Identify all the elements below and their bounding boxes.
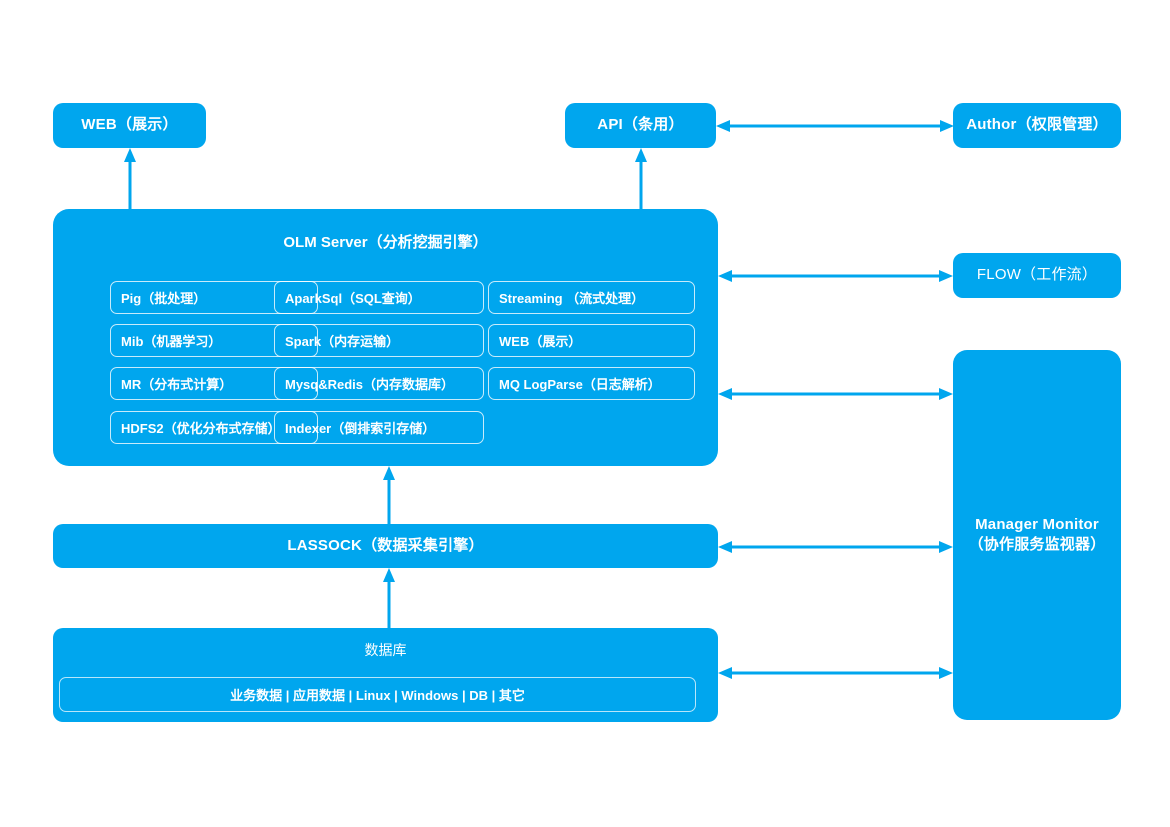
datastore-title: 数据库 <box>364 642 407 658</box>
flow-node-label: FLOW（工作流） <box>976 266 1098 284</box>
olm-chip-mr-label: MR（分布式计算） <box>121 377 233 392</box>
olm-chip-mr[interactable]: MR（分布式计算） <box>110 367 318 400</box>
web-node[interactable]: WEB（展示） <box>53 103 206 148</box>
olm-server-title: OLM Server（分析挖掘引擎） <box>283 234 488 251</box>
connector-lassock-to-olm <box>379 466 399 524</box>
olm-chip-aparksql-label: AparkSql（SQL查询） <box>285 291 421 306</box>
olm-chip-aparksql[interactable]: AparkSql（SQL查询） <box>274 281 484 314</box>
manager-monitor-node[interactable]: Manager Monitor （协作服务监视器） <box>953 350 1121 720</box>
author-node[interactable]: Author（权限管理） <box>953 103 1121 148</box>
connector-olm-to-api <box>631 148 651 210</box>
olm-chip-spark[interactable]: Spark（内存运输） <box>274 324 484 357</box>
olm-chip-web[interactable]: WEB（展示） <box>488 324 695 357</box>
olm-chip-mib[interactable]: Mib（机器学习） <box>110 324 318 357</box>
datastore-sources[interactable]: 业务数据 | 应用数据 | Linux | Windows | DB | 其它 <box>59 677 696 712</box>
api-node-label: API（条用） <box>597 116 684 134</box>
olm-chip-indexer[interactable]: Indexer（倒排索引存储） <box>274 411 484 444</box>
olm-server[interactable]: OLM Server（分析挖掘引擎） Pig（批处理） Mib（机器学习） MR… <box>53 209 718 466</box>
olm-chip-web-label: WEB（展示） <box>499 334 582 349</box>
olm-chip-spark-label: Spark（内存运输） <box>285 334 400 349</box>
olm-chip-mq-logparse[interactable]: MQ LogParse（日志解析） <box>488 367 695 400</box>
connector-olm-to-web <box>120 148 140 210</box>
api-node[interactable]: API（条用） <box>565 103 716 148</box>
olm-chip-mib-label: Mib（机器学习） <box>121 334 222 349</box>
manager-monitor-line2: （协作服务监视器） <box>968 536 1106 553</box>
web-node-label: WEB（展示） <box>81 116 178 134</box>
olm-chip-mysq-redis[interactable]: Mysq&Redis（内存数据库） <box>274 367 484 400</box>
connector-olm-to-manager-monitor <box>718 383 953 405</box>
connector-api-to-author <box>716 115 954 137</box>
lassock-node-label: LASSOCK（数据采集引擎） <box>287 536 484 554</box>
datastore-sources-label: 业务数据 | 应用数据 | Linux | Windows | DB | 其它 <box>230 688 525 703</box>
connector-datastore-to-lassock <box>379 568 399 629</box>
olm-chip-hdfs2-label: HDFS2（优化分布式存储） <box>121 421 281 436</box>
author-node-label: Author（权限管理） <box>966 116 1108 134</box>
olm-chip-indexer-label: Indexer（倒排索引存储） <box>285 421 436 436</box>
olm-chip-pig-label: Pig（批处理） <box>121 291 207 306</box>
olm-chip-mq-logparse-label: MQ LogParse（日志解析） <box>499 377 661 392</box>
datastore-node[interactable]: 数据库 业务数据 | 应用数据 | Linux | Windows | DB |… <box>53 628 718 722</box>
connector-datastore-to-manager <box>718 662 953 684</box>
connector-olm-to-flow <box>718 265 953 287</box>
olm-chip-streaming[interactable]: Streaming （流式处理） <box>488 281 695 314</box>
lassock-node[interactable]: LASSOCK（数据采集引擎） <box>53 524 718 568</box>
olm-chip-pig[interactable]: Pig（批处理） <box>110 281 318 314</box>
olm-chip-hdfs2[interactable]: HDFS2（优化分布式存储） <box>110 411 318 444</box>
flow-node[interactable]: FLOW（工作流） <box>953 253 1121 298</box>
manager-monitor-line1: Manager Monitor <box>975 515 1099 533</box>
olm-chip-streaming-label: Streaming （流式处理） <box>499 291 645 306</box>
olm-chip-mysq-redis-label: Mysq&Redis（内存数据库） <box>285 377 455 392</box>
connector-lassock-to-manager <box>718 536 953 558</box>
